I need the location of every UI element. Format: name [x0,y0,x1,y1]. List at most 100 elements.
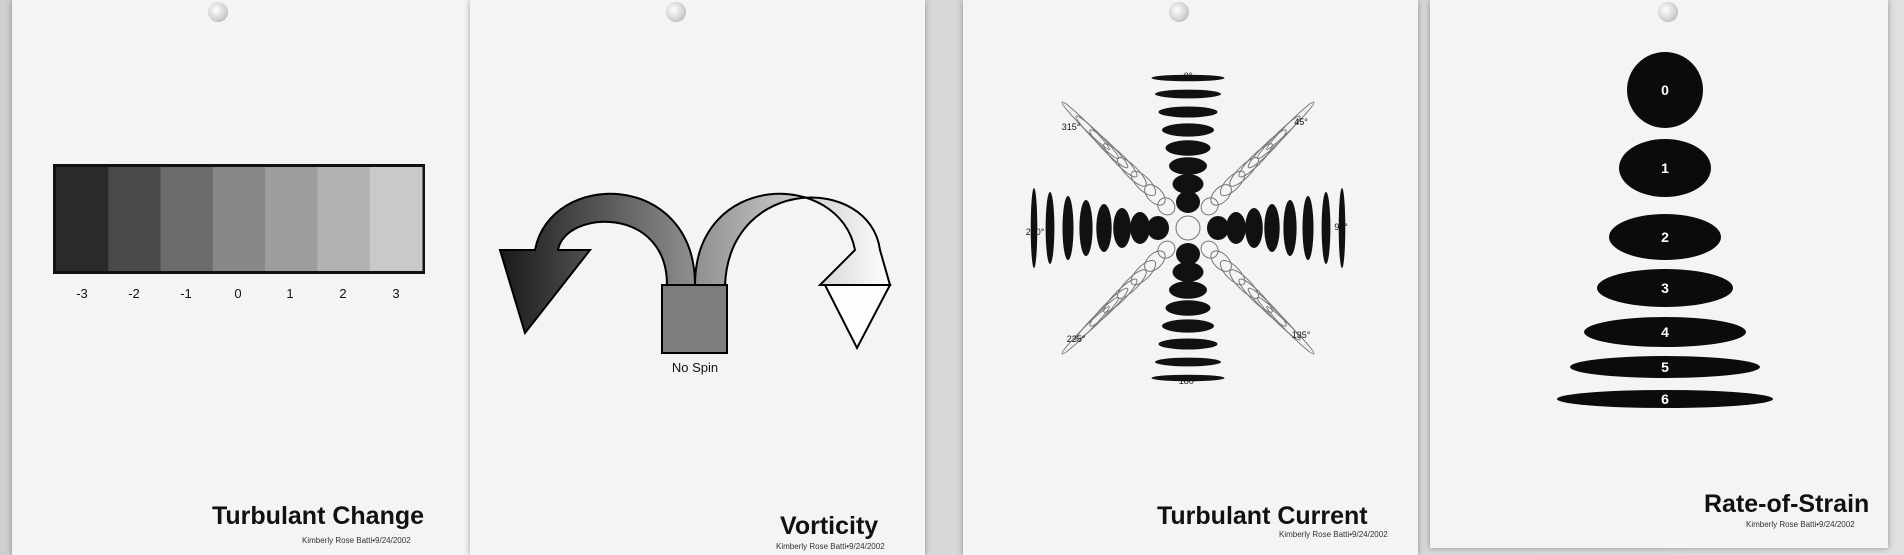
ray-ellipse-outline [1247,129,1287,169]
scale-label: 2 [339,286,346,301]
ray-ellipse [1151,374,1225,382]
strain-ellipse [1619,139,1711,197]
right-arrow [693,192,892,286]
ray-ellipse [1030,188,1038,268]
pushpin [208,2,228,22]
ray-ellipse-outline [1144,250,1166,272]
scale-label: -3 [76,286,88,301]
ray-ellipse [1172,262,1204,282]
ray-ellipse [1169,157,1207,175]
ray-ellipse [1162,319,1214,333]
strain-level-label: 1 [1661,160,1669,176]
angle-label: 225° [1067,334,1086,344]
ray-ellipse [1130,212,1150,244]
poster-credit: Kimberly Rose Batti•9/24/2002 [1279,530,1388,539]
angle-label: 45° [1294,117,1308,127]
ray-ellipse [1207,216,1229,240]
ray-ellipse [1096,204,1112,252]
pushpin [1658,2,1678,22]
strain-ellipse [1627,52,1703,128]
ray-ellipse [1165,140,1211,156]
gray-scale-graphic: -3 -2 -1 0 1 2 3 [53,164,425,301]
strain-ellipse [1597,269,1733,307]
angle-label: 135° [1292,330,1311,340]
vorticity-graphic: No Spin [498,192,892,375]
pushpin [1169,2,1189,22]
right-arrow-head [823,284,892,351]
ray-ellipse [1169,281,1207,299]
scale-label: 3 [392,286,399,301]
ray-ellipse-outline [1089,129,1129,169]
ray-ellipse [1079,200,1093,256]
ray-ellipse [1062,196,1074,260]
ray-ellipse-outline [1116,269,1147,300]
strain-ellipse [1570,356,1760,378]
poster-turbulant-change: -3 -2 -1 0 1 2 3 Turbulant Change Kimber… [12,0,472,555]
ray-ellipse [1338,188,1346,268]
ray-ellipse-outline [1265,305,1315,355]
ray-ellipse [1321,192,1331,264]
poster-title: Turbulant Change [212,502,425,530]
ray-ellipse-outline [1103,143,1138,178]
ray-ellipse-outline [1219,170,1246,197]
ray-ellipse-outline [1256,115,1301,160]
ray-ellipse-outline [1238,278,1273,313]
strain-ellipse [1557,390,1773,408]
strain-level-label: 3 [1661,280,1669,296]
current-graphic: 0° 45° 90° 135° 180° 225° 270° 315° [1026,71,1349,386]
scale-swatch [160,167,214,271]
scale-swatch [56,167,109,271]
ray-ellipse-outline [1200,197,1219,216]
angle-label: 315° [1062,122,1081,132]
strain-level-label: 5 [1661,359,1669,375]
ray-ellipse-outline [1075,115,1120,160]
angle-label: 270° [1026,227,1045,237]
ray-ellipse-outline [1238,143,1273,178]
poster-credit: Kimberly Rose Batti•9/24/2002 [1746,520,1855,529]
angle-label: 90° [1334,222,1348,232]
ray-ellipse-outline [1229,156,1260,187]
ray-ellipse-outline [1130,170,1157,197]
ray-ellipse-outline [1130,259,1157,286]
poster-turbulant-current: 0° 45° 90° 135° 180° 225° 270° 315° Turb… [963,0,1418,555]
no-spin-label: No Spin [672,360,718,375]
ray-ellipse-outline [1219,259,1246,286]
strain-ellipse [1609,214,1721,260]
ray-ellipse-outline [1157,240,1176,259]
scale-swatch [108,167,162,271]
ray-ellipse-outline [1089,287,1129,327]
ray-ellipse-outline [1103,278,1138,313]
strain-level-label: 0 [1661,82,1669,98]
ray-ellipse [1264,204,1280,252]
ray-ellipse-outline [1210,250,1232,272]
poster-title: Turbulant Current [1157,502,1368,530]
ray-ellipse [1172,174,1204,194]
ray-ellipse [1147,216,1169,240]
ray-ellipse-outline [1256,296,1301,341]
ray-ellipse [1283,200,1297,256]
poster-credit: Kimberly Rose Batti•9/24/2002 [776,542,885,551]
scale-label: -1 [180,286,192,301]
poster-credit: Kimberly Rose Batti•9/24/2002 [302,536,411,545]
ray-ellipse [1155,89,1221,99]
ray-ellipse-outline [1144,184,1166,206]
no-spin-square [661,284,728,354]
ray-ellipse-outline [1265,101,1315,151]
scale-label: -2 [128,286,140,301]
ray-ellipse-outline [1061,101,1111,151]
pushpin [666,2,686,22]
ray-ellipse [1158,106,1218,118]
center-ring [1175,215,1201,241]
ray-ellipse [1113,208,1131,248]
strain-level-label: 6 [1661,391,1669,407]
ray-ellipse-outline [1061,305,1111,355]
ray-ellipse [1245,208,1263,248]
strain-level-label: 2 [1661,229,1669,245]
strain-ellipse [1584,317,1746,347]
poster-title: Vorticity [780,512,879,540]
ray-ellipse [1165,300,1211,316]
angle-label: 0° [1184,71,1193,81]
